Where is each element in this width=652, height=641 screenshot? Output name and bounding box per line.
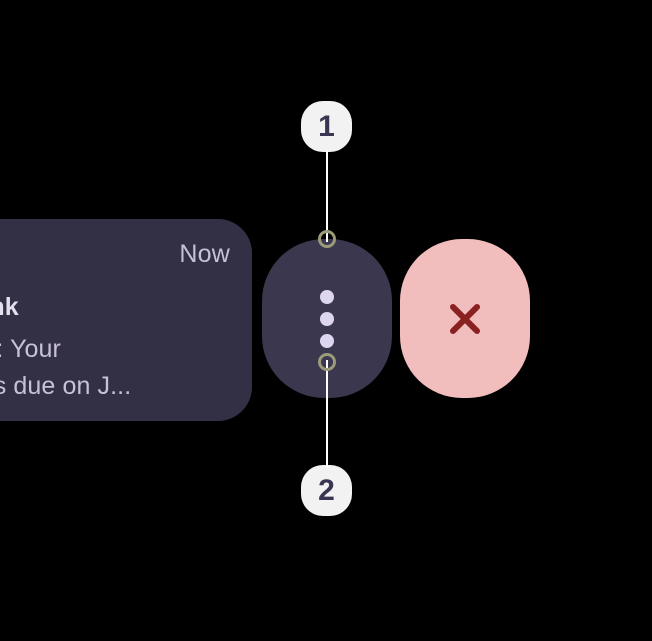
dot-3 [320, 333, 334, 348]
callout-badge-1: 1 [301, 101, 352, 152]
callout-anchor-ring-1 [318, 230, 336, 248]
callout-badge-2: 2 [301, 465, 352, 516]
callout-leader-line-1 [326, 150, 328, 242]
callout-anchor-ring-2 [318, 353, 336, 371]
callout-leader-line-2 [326, 360, 328, 468]
dot-1 [320, 289, 334, 304]
more-vertical-icon [262, 289, 392, 348]
notification-timestamp: Now [179, 240, 230, 268]
notification-body-text: der: Your nt is due on J... [0, 335, 132, 400]
dot-2 [320, 311, 334, 326]
notification-title: bank [0, 293, 19, 321]
notification-card[interactable]: Now bank der: Your nt is due on J... [0, 219, 252, 421]
close-icon [443, 297, 487, 341]
dismiss-button[interactable] [400, 239, 530, 398]
